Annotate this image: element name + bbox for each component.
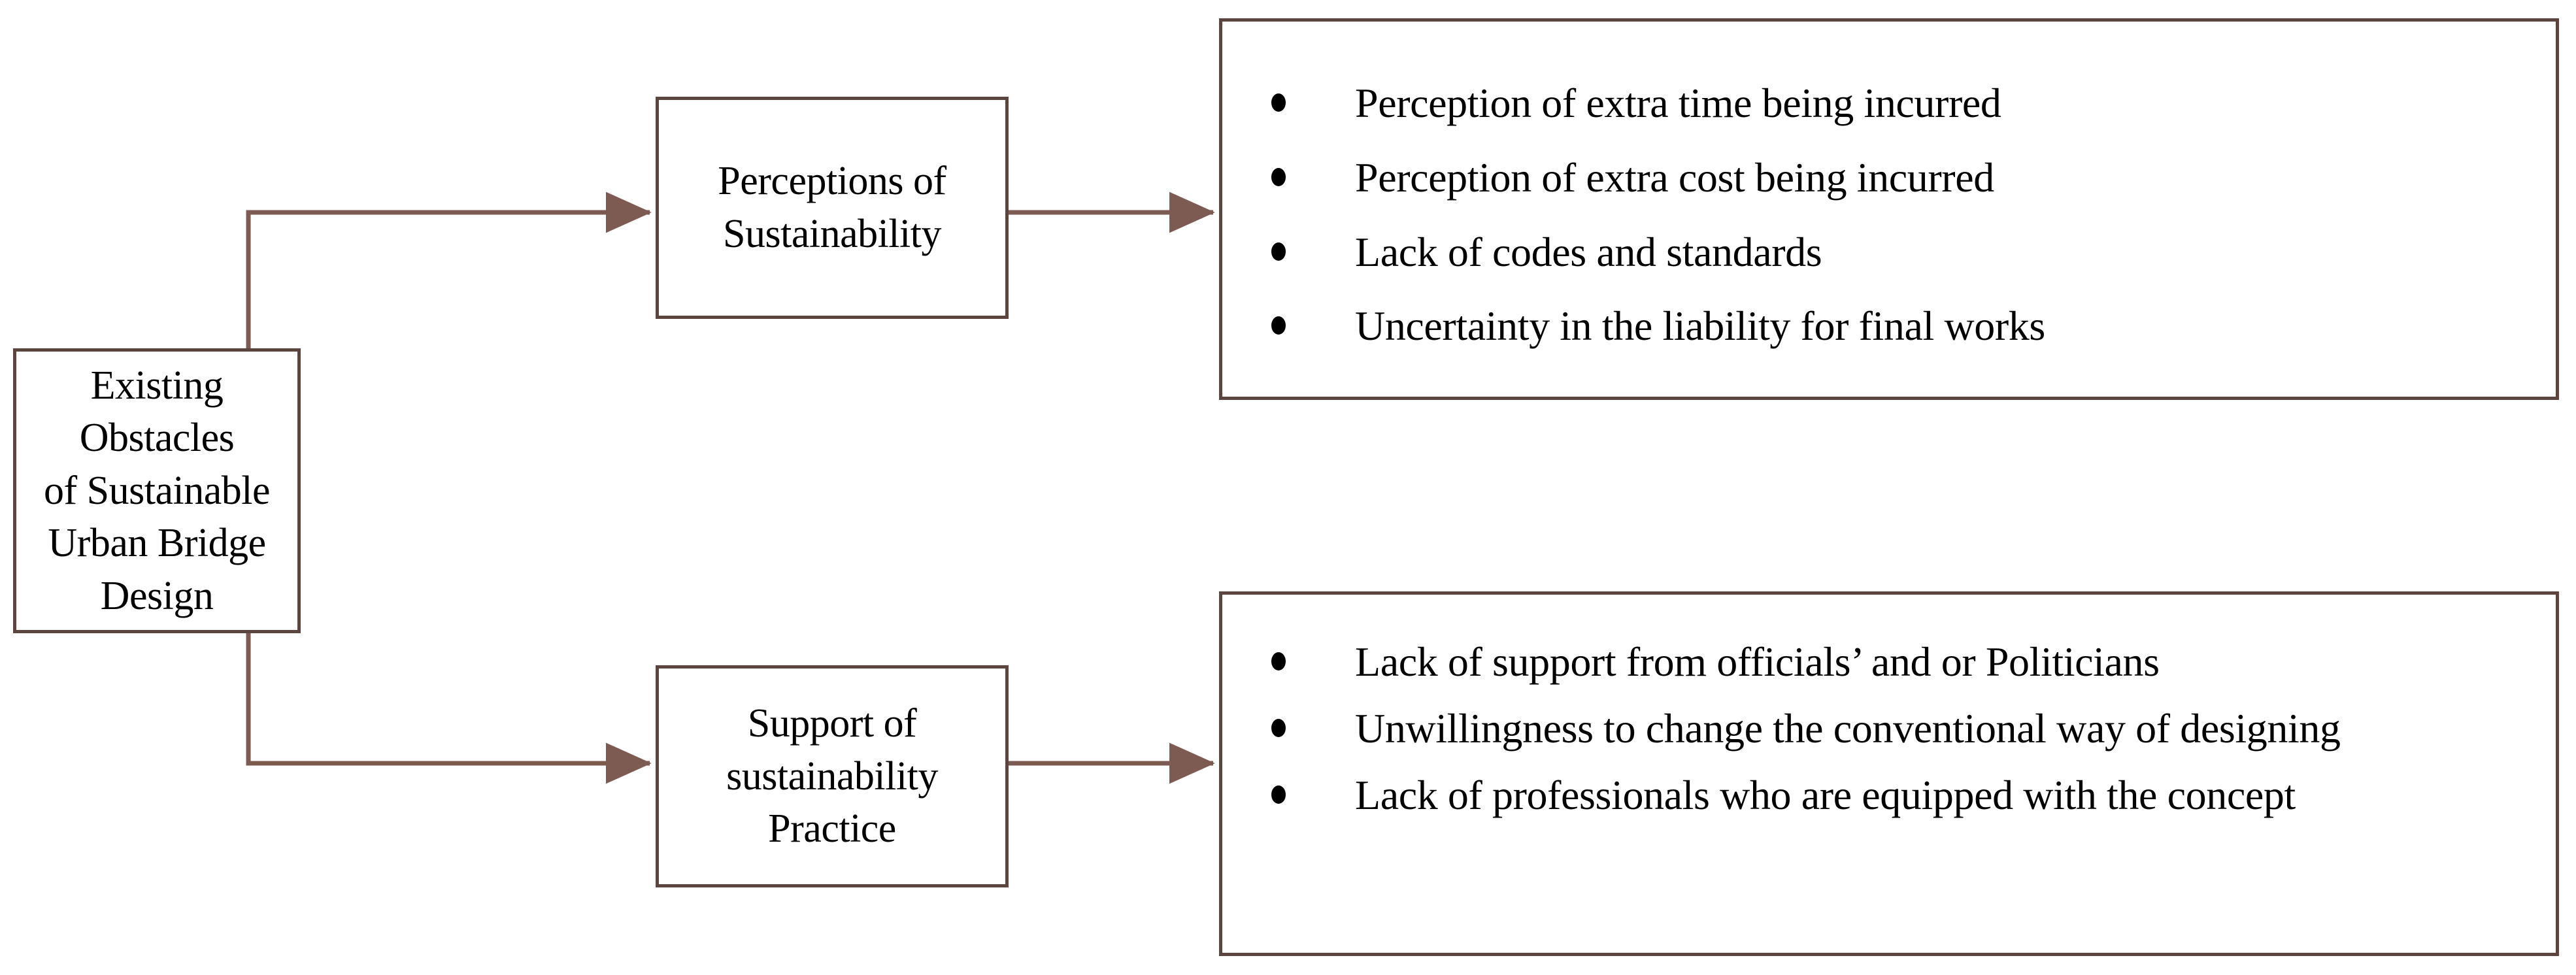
category-node-perceptions-label: Perceptions of Sustainability — [718, 159, 946, 256]
root-node-label: Existing Obstacles of Sustainable Urban … — [44, 363, 271, 618]
bullet-text: Perception of extra time being incurred — [1355, 80, 2001, 126]
connector-root-to-support — [246, 633, 652, 784]
category-node-perceptions: Perceptions of Sustainability — [656, 97, 1009, 319]
bullet-text: Lack of codes and standards — [1355, 228, 1822, 275]
bullet-text: Lack of professionals who are equipped w… — [1355, 771, 2296, 818]
bullet-text: Perception of extra cost being incurred — [1355, 154, 1994, 201]
category-node-support-label: Support of sustainability Practice — [726, 701, 938, 851]
bullet-text: Lack of support from officials’ and or P… — [1355, 638, 2160, 685]
bullet-text: Unwillingness to change the conventional… — [1355, 704, 2341, 752]
bullet-dot-icon — [1271, 316, 1286, 335]
bullet-list-support: Lack of support from officials’ and or P… — [1222, 595, 2556, 823]
category-node-support: Support of sustainability Practice — [656, 665, 1009, 887]
bullet-dot-icon — [1271, 242, 1286, 261]
list-item: Uncertainty in the liability for final w… — [1222, 298, 2530, 354]
detail-box-perceptions: Perception of extra time being incurred … — [1219, 18, 2559, 400]
bullet-list-perceptions: Perception of extra time being incurred … — [1222, 22, 2556, 354]
list-item: Lack of codes and standards — [1222, 224, 2530, 280]
list-item: Perception of extra cost being incurred — [1222, 150, 2530, 206]
list-item: Lack of professionals who are equipped w… — [1222, 767, 2530, 823]
bullet-text: Uncertainty in the liability for final w… — [1355, 303, 2045, 350]
bullet-dot-icon — [1271, 785, 1286, 804]
list-item: Lack of support from officials’ and or P… — [1222, 634, 2530, 690]
connector-root-to-perceptions — [246, 191, 652, 348]
bullet-dot-icon — [1271, 167, 1286, 186]
bullet-dot-icon — [1271, 718, 1286, 737]
root-node: Existing Obstacles of Sustainable Urban … — [13, 348, 301, 633]
bullet-dot-icon — [1271, 93, 1286, 112]
list-item: Unwillingness to change the conventional… — [1222, 701, 2530, 757]
detail-box-support: Lack of support from officials’ and or P… — [1219, 591, 2559, 956]
list-item: Perception of extra time being incurred — [1222, 75, 2530, 131]
bullet-dot-icon — [1271, 652, 1286, 670]
